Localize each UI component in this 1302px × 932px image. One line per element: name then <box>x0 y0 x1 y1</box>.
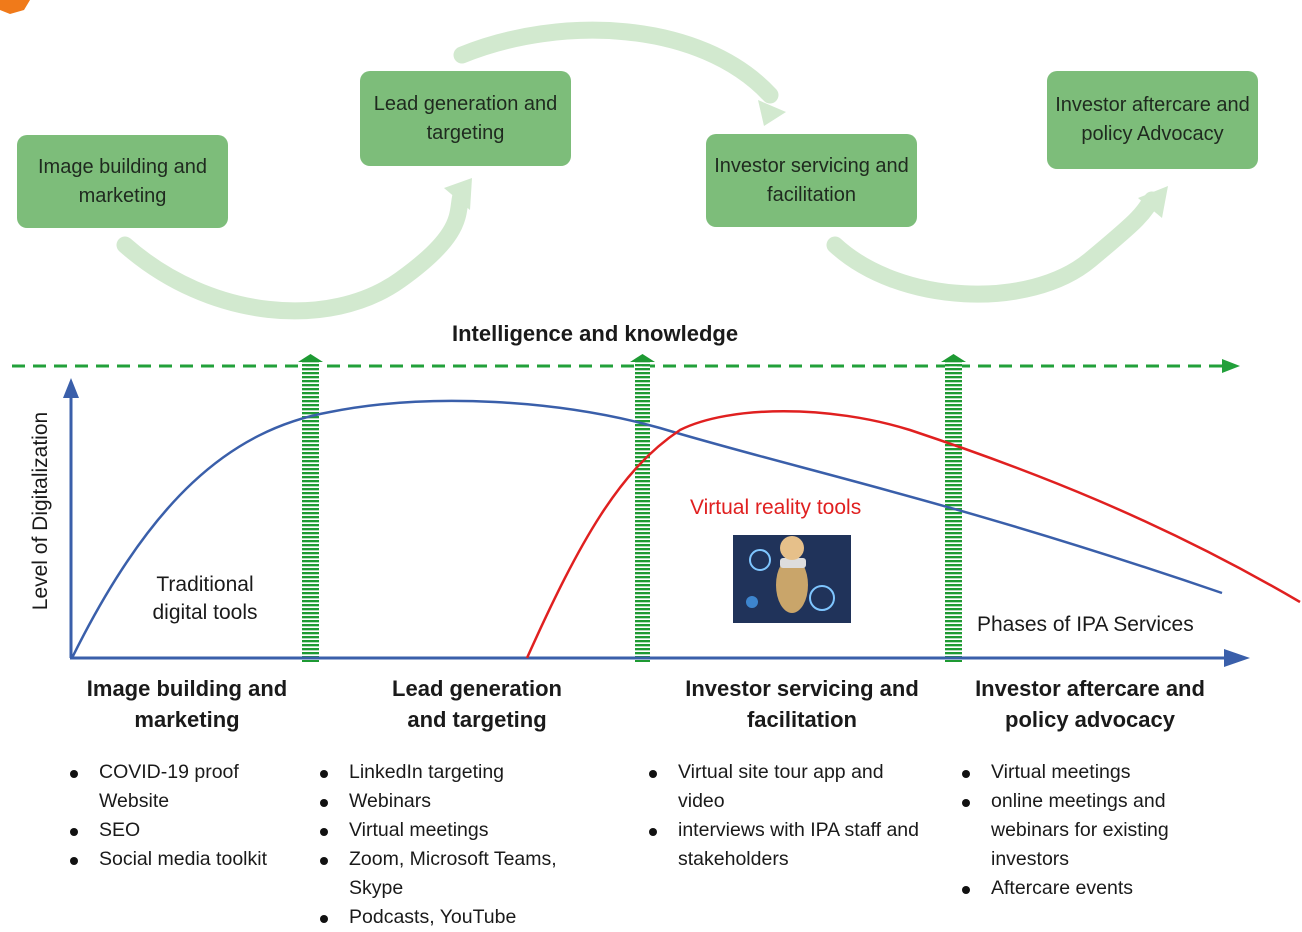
phase-separator-1 <box>302 362 319 662</box>
phase-separator-3 <box>945 362 962 662</box>
phase-separator-1-arrow <box>298 354 323 362</box>
y-axis-arrowhead <box>63 378 79 398</box>
flow-arrow-1 <box>116 183 471 320</box>
list-item: Zoom, Microsoft Teams, Skype <box>315 845 599 903</box>
knowledge-label: Intelligence and knowledge <box>452 321 739 346</box>
process-box-lead-generation: Lead generation and targeting <box>360 71 571 166</box>
flow-arrowhead-1 <box>444 178 472 210</box>
phase-4-tools-list: Virtual meetings online meetings and web… <box>957 758 1247 903</box>
list-item: Podcasts, YouTube <box>315 903 595 932</box>
phase-separator-3-arrow <box>941 354 966 362</box>
flow-arrowhead-3 <box>1138 186 1168 218</box>
process-box-2-label: Lead generation and targeting <box>373 92 558 144</box>
list-item: COVID-19 proof Website <box>65 758 269 816</box>
list-item: Webinars <box>315 787 595 816</box>
phase-title-3: Investor servicing and facilitation <box>685 676 919 732</box>
y-axis-label: Level of Digitalization <box>29 411 52 611</box>
phase-title-4: Investor aftercare and policy advocacy <box>975 676 1205 732</box>
process-box-image-building: Image building and marketing <box>17 135 228 228</box>
phase-separator-2 <box>635 362 650 662</box>
axes <box>63 378 1250 667</box>
phase-3-tools-list: Virtual site tour app and video intervie… <box>644 758 934 874</box>
list-item: Virtual site tour app and video <box>644 758 928 816</box>
process-box-1-label: Image building and marketing <box>37 155 207 207</box>
phase-2-tools-list: LinkedIn targeting Webinars Virtual meet… <box>315 758 595 932</box>
traditional-tools-label: Traditional digital tools <box>152 573 258 624</box>
process-box-3-label: Investor servicing and facilitation <box>714 154 909 206</box>
phase-1-tools-list: COVID-19 proof Website SEO Social media … <box>65 758 305 874</box>
process-box-investor-servicing: Investor servicing and facilitation <box>706 134 917 227</box>
phase-separator-2-arrow <box>630 354 655 362</box>
list-item: Aftercare events <box>957 874 1247 903</box>
phase-title-2: Lead generation and targeting <box>392 676 562 732</box>
virtual-reality-tools-curve <box>525 410 1301 659</box>
logo-mark <box>0 0 30 14</box>
phase-separators <box>298 354 966 662</box>
list-item: Social media toolkit <box>65 845 305 874</box>
list-item: LinkedIn targeting <box>315 758 595 787</box>
knowledge-arrowhead <box>1222 359 1240 373</box>
process-box-investor-aftercare: Investor aftercare and policy Advocacy <box>1047 71 1258 169</box>
vr-headset-image <box>733 535 851 623</box>
list-item: Virtual meetings <box>315 816 595 845</box>
list-item: online meetings and webinars for existin… <box>957 787 1206 874</box>
flow-arrowhead-2 <box>758 100 786 126</box>
x-axis-arrowhead <box>1224 649 1250 667</box>
flow-arrow-2 <box>453 21 779 104</box>
x-axis-label: Phases of IPA Services <box>977 613 1194 636</box>
process-box-4-label: Investor aftercare and policy Advocacy <box>1055 94 1250 145</box>
flow-arrow-3 <box>826 191 1161 303</box>
flow-arrowheads <box>444 100 1168 218</box>
vr-tools-label: Virtual reality tools <box>690 496 862 519</box>
traditional-digital-tools-curve <box>70 399 1223 659</box>
list-item: interviews with IPA staff and stakeholde… <box>644 816 928 874</box>
flow-arrows <box>116 21 1161 320</box>
phase-title-1: Image building and marketing <box>86 676 288 732</box>
list-item: Virtual meetings <box>957 758 1247 787</box>
list-item: SEO <box>65 816 305 845</box>
